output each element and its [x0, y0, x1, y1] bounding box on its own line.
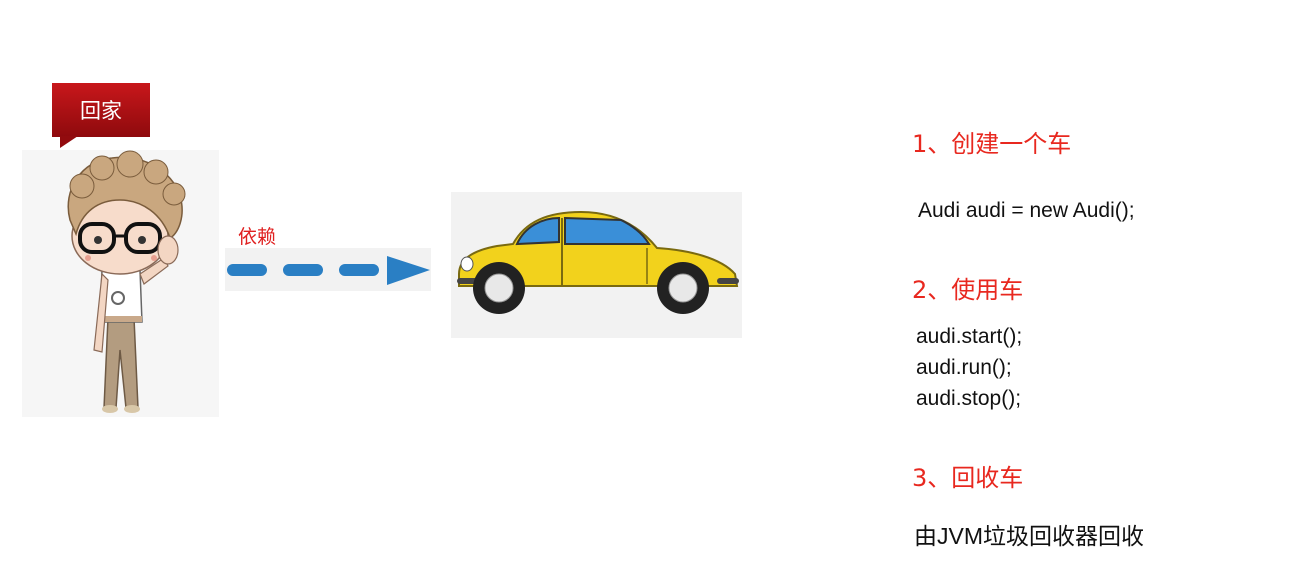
car-illustration [451, 192, 742, 338]
car-icon [457, 210, 739, 314]
step-2-title: 2、使用车 [912, 276, 1024, 304]
step-2-code-line-start: audi.start(); [916, 325, 1023, 348]
step-2-code-line-run: audi.run(); [916, 356, 1012, 379]
speech-bubble: 回家 [52, 83, 150, 137]
dependency-arrow [225, 248, 431, 291]
dashed-arrow-icon [227, 256, 430, 285]
person-figure-icon [67, 150, 186, 413]
step-3-title: 3、回收车 [912, 464, 1024, 492]
step-1-title: 1、创建一个车 [912, 130, 1072, 158]
step-2-code-line-stop: audi.stop(); [916, 387, 1022, 410]
step-3-description: 由JVM垃圾回收器回收 [914, 523, 1144, 549]
person-illustration [22, 150, 219, 417]
step-1-code-line: Audi audi = new Audi(); [918, 199, 1135, 222]
dependency-label: 依赖 [238, 226, 277, 248]
speech-bubble-text: 回家 [80, 99, 122, 123]
speech-bubble-tail [60, 136, 78, 148]
